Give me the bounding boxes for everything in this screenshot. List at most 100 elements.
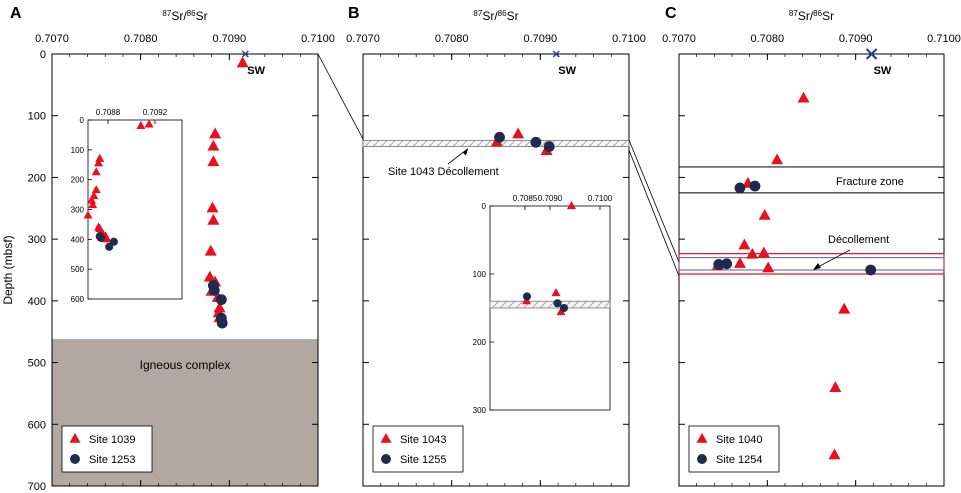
x-axis-title: 87Sr/86Sr [162,9,207,23]
inset-triangle-point [91,167,101,176]
seawater-marker [552,50,560,58]
triangle-point [213,301,226,313]
inset-decollement-band [489,300,611,309]
circle-point [713,259,725,270]
triangle-point [207,139,220,151]
series-site-1255 [494,131,555,152]
circle-point [494,131,505,143]
triangle-point [828,448,841,460]
inset-circle-point [559,303,569,313]
x-tick-label: 0.7080 [751,33,785,45]
region-label: Igneous complex [140,358,231,372]
inset-triangle-point [88,200,98,209]
circle-point [734,182,746,194]
inset-y-tick-label: 300 [71,206,85,215]
triangle-point [771,153,784,165]
inset-x-tick-label: 0.7100 [588,194,613,203]
triangle-point [757,246,770,258]
circle-point [530,136,542,148]
seawater-marker [865,48,878,60]
inset-x-tick-label: 0.7090 [538,194,563,203]
circle-point [749,180,761,192]
legend-marker [381,454,391,464]
y-axis-title: Depth (mbsf) [1,235,15,304]
inset-triangle-point [556,307,566,316]
seawater-label: SW [874,65,892,77]
inset-frame [87,119,183,300]
triangle-point [512,127,525,139]
legend-label: Site 1254 [716,454,762,466]
circle-point [216,317,228,329]
x-tick-label: 0.7100 [612,33,646,45]
triangle-point [758,208,771,220]
x-axis-title: 87Sr/86Sr [473,9,518,23]
inset-triangle-point [567,200,576,210]
triangle-point [206,201,219,213]
inset-x-tick-label: 0.7085 [513,194,538,203]
triangle-point [209,127,222,139]
triangle-point [738,238,751,250]
x-tick-label: 0.7070 [346,33,380,45]
inset-triangle-point [94,158,104,167]
seawater-label: SW [247,65,265,77]
inset-series-site-1253 [95,232,118,251]
y-tick-label: 600 [28,419,46,431]
fracture-zone-label: Fracture zone [836,176,904,188]
inset-triangle-point [87,195,97,204]
inset-triangle-point [136,120,146,130]
x-tick-label: 0.7070 [35,33,69,45]
inset-y-tick-label: 0 [482,202,487,211]
x-tick-label: 0.7080 [435,33,469,45]
inset-x-tick-label: 0.7088 [96,108,121,117]
seawater-marker [241,50,249,58]
legend-label: Site 1253 [89,454,135,466]
x-tick-label: 0.7090 [213,33,247,45]
panel-label: A [10,5,22,22]
inset-y-tick-label: 0 [80,116,85,125]
circle-point [208,284,220,296]
decollement-inner-box [678,257,945,271]
inset-y-tick-label: 600 [71,295,85,304]
triangle-point [762,261,775,273]
inset-circle-point [96,233,105,242]
legend-label: Site 1040 [716,434,762,446]
y-tick-label: 500 [28,358,46,370]
y-tick-label: 100 [28,111,46,123]
y-tick-label: 400 [28,296,46,308]
legend-label: Site 1043 [400,434,446,446]
x-tick-label: 0.7090 [524,33,558,45]
decollement-arrow [815,249,851,269]
inset-y-tick-label: 400 [71,235,85,244]
inset-y-tick-label: 300 [473,406,487,415]
inset-triangle-point [83,210,93,219]
connector-b-c-top [628,139,680,263]
inset-circle-point [522,292,532,301]
inset-series-site-1255 [522,292,569,313]
y-tick-label: 700 [28,481,46,493]
circle-point [721,258,733,270]
triangle-point [797,91,810,103]
inset-circle-point [105,242,114,251]
decollement-arrow [447,148,469,165]
plot-frame [362,53,630,487]
decollement-arrowhead [463,148,468,156]
panel-label: C [665,5,677,22]
inset-triangle-point [144,119,154,128]
plot-frame [51,53,319,487]
seawater-label: SW [558,65,576,77]
triangle-point [204,244,217,256]
decollement-label: Site 1043 Décollement [388,166,499,178]
x-tick-label: 0.7100 [927,33,961,45]
y-tick-label: 200 [28,172,46,184]
inset-y-tick-label: 500 [71,265,85,274]
x-axis-title: 87Sr/86Sr [789,9,834,23]
legend-label: Site 1039 [89,434,135,446]
x-tick-label: 0.7100 [301,33,335,45]
